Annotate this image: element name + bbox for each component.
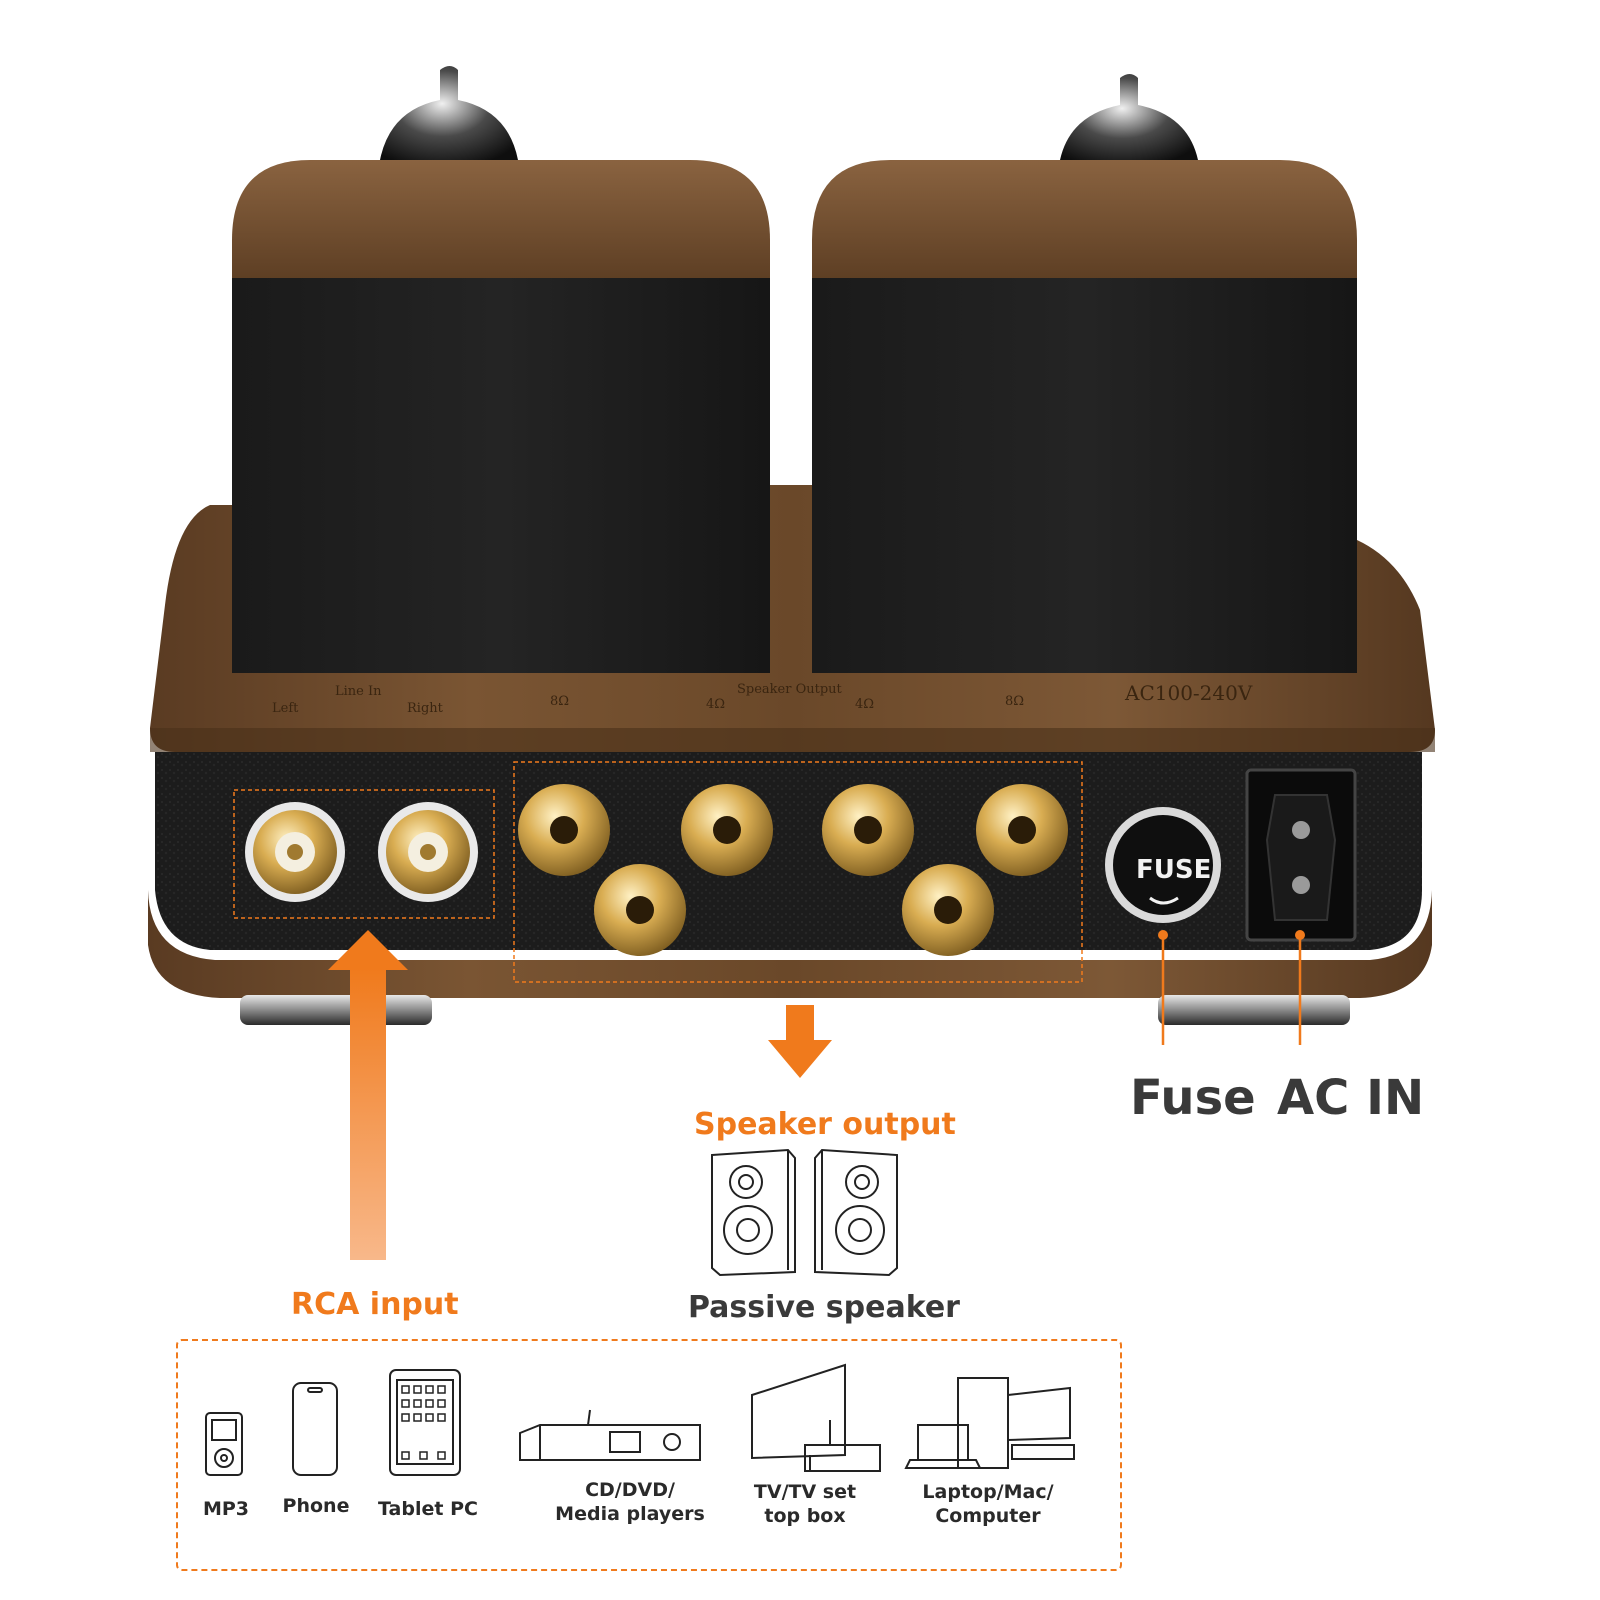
print-8ohm-left: 8Ω [550, 694, 569, 709]
print-4ohm-right: 4Ω [855, 697, 874, 712]
print-speaker-output: Speaker Output [737, 682, 843, 697]
speaker-terminal-1[interactable] [518, 784, 610, 876]
fuse-holder[interactable]: FUSE [1105, 807, 1221, 923]
tv-icon [751, 1363, 881, 1472]
print-right: Right [407, 701, 444, 716]
ac-inlet[interactable] [1245, 768, 1357, 942]
chassis-top [150, 485, 1435, 752]
passive-speaker-icon [711, 1148, 898, 1277]
passive-speaker-label: Passive speaker [688, 1290, 960, 1325]
vacuum-tube-left [380, 66, 518, 160]
speaker-output-label: Speaker output [694, 1107, 956, 1142]
rca-group-outline [233, 789, 495, 919]
panel-print: Line In Left Right 8Ω 4Ω Speaker Output … [272, 681, 1253, 716]
print-line-in: Line In [335, 684, 382, 699]
mp3-icon [205, 1412, 243, 1476]
device-label-media: CD/DVD/ Media players [555, 1479, 705, 1525]
chassis-bottom [148, 890, 1432, 998]
source-devices-box [176, 1339, 1122, 1571]
transformer-left [232, 160, 770, 673]
rca-input-label: RCA input [291, 1287, 459, 1322]
phone-icon [292, 1382, 338, 1476]
device-label-phone: Phone [282, 1495, 350, 1517]
print-ac-rating: AC100-240V [1124, 681, 1253, 705]
rear-panel [155, 752, 1422, 950]
speaker-terminal-5[interactable] [902, 864, 994, 956]
ac-in-label: AC IN [1277, 1070, 1425, 1126]
foot-left [240, 995, 432, 1025]
speaker-terminals-outline [513, 761, 1083, 983]
device-label-computer: Laptop/Mac/ Computer [922, 1481, 1054, 1527]
vacuum-tube-right [1060, 74, 1198, 160]
foot-right [1158, 995, 1350, 1025]
speaker-terminals [518, 784, 1068, 956]
transformer-right [812, 160, 1357, 673]
device-label-mp3: MP3 [202, 1498, 250, 1520]
ac-pointer [1295, 930, 1305, 1045]
rca-arrow-icon [328, 930, 408, 1260]
fuse-label: Fuse [1130, 1070, 1256, 1126]
device-label-tablet: Tablet PC [378, 1498, 478, 1520]
device-label-tv: TV/TV set top box [753, 1481, 857, 1527]
speaker-terminal-2[interactable] [594, 864, 686, 956]
rca-jack-right[interactable] [378, 802, 478, 902]
speaker-arrow-icon [768, 1005, 832, 1078]
media-player-icon [519, 1409, 701, 1461]
speaker-terminal-6[interactable] [976, 784, 1068, 876]
speaker-terminal-4[interactable] [822, 784, 914, 876]
rca-jack-left[interactable] [245, 802, 345, 902]
speaker-terminal-3[interactable] [681, 784, 773, 876]
print-4ohm-left: 4Ω [706, 697, 725, 712]
tablet-icon [389, 1369, 461, 1476]
fuse-cap-text: FUSE [1136, 855, 1211, 885]
fuse-pointer [1158, 930, 1168, 1045]
print-left: Left [272, 701, 299, 716]
print-8ohm-right: 8Ω [1005, 694, 1024, 709]
computer-icon [904, 1377, 1075, 1469]
